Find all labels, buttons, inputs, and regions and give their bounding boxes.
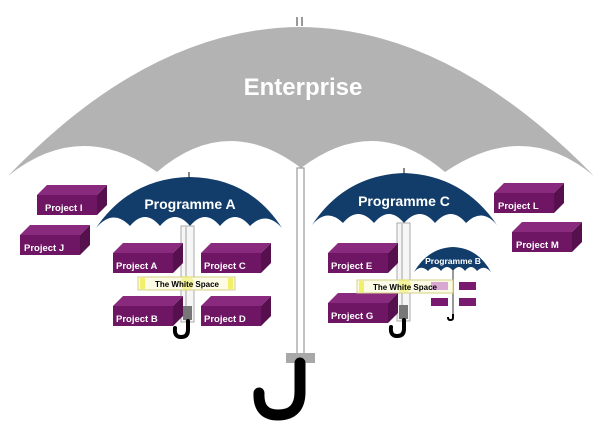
programme-c-canopy <box>312 173 497 225</box>
programme-b-label: Programme B <box>425 256 481 266</box>
enterprise-label: Enterprise <box>244 74 363 101</box>
project-box: Project D <box>201 296 271 326</box>
project-box: Project C <box>201 243 271 273</box>
svg-text:Project J: Project J <box>24 243 64 254</box>
project-box: Project E <box>328 243 398 273</box>
enterprise-handle-icon <box>253 357 306 421</box>
svg-text:Project B: Project B <box>116 314 158 325</box>
svg-text:Project G: Project G <box>331 311 373 322</box>
project-box: Project G <box>328 293 398 323</box>
programme-b-project <box>431 298 448 306</box>
project-box: Project I <box>37 185 107 215</box>
svg-text:The White Space: The White Space <box>155 280 220 289</box>
svg-text:Project M: Project M <box>516 240 559 251</box>
enterprise-canopy <box>8 27 594 176</box>
programme-c-handle-icon <box>388 318 406 339</box>
programme-a-label: Programme A <box>144 196 235 212</box>
programme-c-label: Programme C <box>358 193 450 209</box>
svg-text:Project A: Project A <box>116 261 157 272</box>
svg-text:Project D: Project D <box>204 314 246 325</box>
project-box: Project A <box>113 243 183 273</box>
programme-c-umbrella: Programme C <box>312 168 497 339</box>
svg-text:Project I: Project I <box>45 203 83 214</box>
white-space-label-c: The White Space <box>356 279 454 294</box>
enterprise-shaft <box>286 167 315 363</box>
svg-text:The White Space: The White Space <box>373 283 438 292</box>
programme-b-canopy <box>414 247 491 272</box>
svg-text:Project C: Project C <box>204 261 246 272</box>
enterprise-umbrella-tip <box>296 17 303 26</box>
project-box: Project J <box>20 225 90 255</box>
svg-text:Project E: Project E <box>331 261 372 272</box>
white-space-label-a: The White Space <box>137 276 236 291</box>
project-box: Project B <box>113 296 183 326</box>
svg-text:Project L: Project L <box>498 201 539 212</box>
project-box: Project L <box>494 183 564 213</box>
programme-a-canopy <box>96 177 282 228</box>
programme-a-umbrella: Programme A <box>96 172 282 340</box>
project-box: Project M <box>512 222 582 252</box>
programme-b-project <box>459 298 476 306</box>
programme-b-project <box>459 282 476 290</box>
programme-a-handle-icon <box>172 319 190 340</box>
programme-b-handle-icon <box>447 314 454 322</box>
